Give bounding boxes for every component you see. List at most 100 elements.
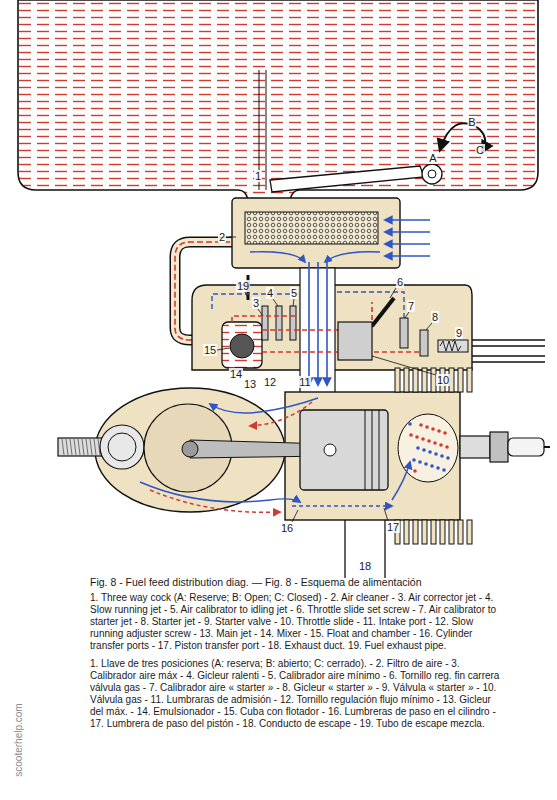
carburettor-body [230,334,254,358]
callout-number: 17 [386,521,400,533]
leader-line [217,348,230,350]
engine [372,410,373,490]
carburettor-body [472,339,545,340]
engine [458,368,463,392]
callout-number: 9 [455,327,463,339]
callout-number: 19 [236,280,250,292]
fuel-tank [18,0,538,256]
engine [412,458,416,462]
carburettor-body [326,262,328,385]
leader-line [273,299,278,306]
engine [70,439,72,455]
leader-line [258,309,263,316]
carburettor-body [276,306,282,340]
callout-number: 16 [280,522,294,534]
three-way-cock-lever [428,170,436,178]
carburettor-body [232,316,296,322]
callout-number: 11 [298,376,311,388]
leader-line [293,299,294,306]
engine [415,435,419,439]
engine [446,456,450,460]
engine [431,427,435,431]
air-cleaner [325,252,380,262]
engine [86,439,88,455]
engine [379,410,380,490]
engine [58,368,550,578]
engine [74,439,76,455]
engine [413,520,418,544]
engine [413,469,417,473]
carburettor-body [472,345,545,346]
engine [408,422,412,426]
callout-number: 13 [243,378,257,390]
callout-number: 7 [407,300,415,312]
carburettor-body [440,341,461,351]
engine [300,410,388,490]
air-cleaner [385,243,430,245]
engine [66,439,68,455]
engine [544,446,550,448]
carburettor-body [290,306,296,340]
carburettor-body [372,298,394,326]
figure-title: Fig. 8 - Fuel feed distribution diag. — … [90,576,502,588]
engine [425,425,429,429]
watermark: scooterhelp.com [13,703,24,776]
carburettor-body [192,262,545,396]
callout-number: A [428,152,437,164]
callout-number: 3 [252,297,260,309]
engine [395,368,400,392]
leader-line [384,508,388,521]
callout-number: 1 [254,170,262,182]
engine [424,462,428,466]
engine [440,454,444,458]
leader-line [405,312,409,318]
carburettor-body [400,318,408,348]
callout-number: 6 [396,276,404,288]
engine [94,439,96,455]
engine [90,439,92,455]
callout-number: 5 [290,287,298,299]
engine [416,446,420,450]
air-cleaner [232,198,400,268]
engine [433,441,437,445]
engine [443,431,447,435]
fuel-tank [266,70,267,190]
engine [418,460,422,464]
engine [100,425,144,469]
engine [210,398,318,413]
callout-number: 15 [203,344,217,356]
callout-number: 14 [229,368,243,380]
air-cleaner [385,219,430,221]
callout-number: 18 [358,560,372,572]
callout-number: 10 [436,374,450,386]
engine [413,368,418,392]
engine [404,368,409,392]
fuel-tank [18,0,538,226]
carburettor-body [308,262,310,385]
engine [442,468,446,472]
callout-number: 4 [266,287,274,299]
engine [62,439,64,455]
engine [408,422,450,473]
carburettor-body [438,340,468,352]
engine [437,429,441,433]
carburettor-body [317,262,319,385]
engine [404,520,409,544]
callout-number: B [467,116,476,128]
engine [431,520,436,544]
engine [428,450,432,454]
engine [430,464,434,468]
engine [150,490,280,512]
engine [422,448,426,452]
air-cleaner [245,212,378,244]
air-cleaner [385,255,430,257]
engine [460,436,490,458]
carburettor-body [338,322,372,360]
legend-text-english: 1. Three way cock (A: Reserve; B: Open; … [90,592,502,652]
engine [409,433,413,437]
callout-number: 2 [218,231,226,243]
three-way-cock-lever [422,164,442,184]
carburettor-body [262,306,268,340]
